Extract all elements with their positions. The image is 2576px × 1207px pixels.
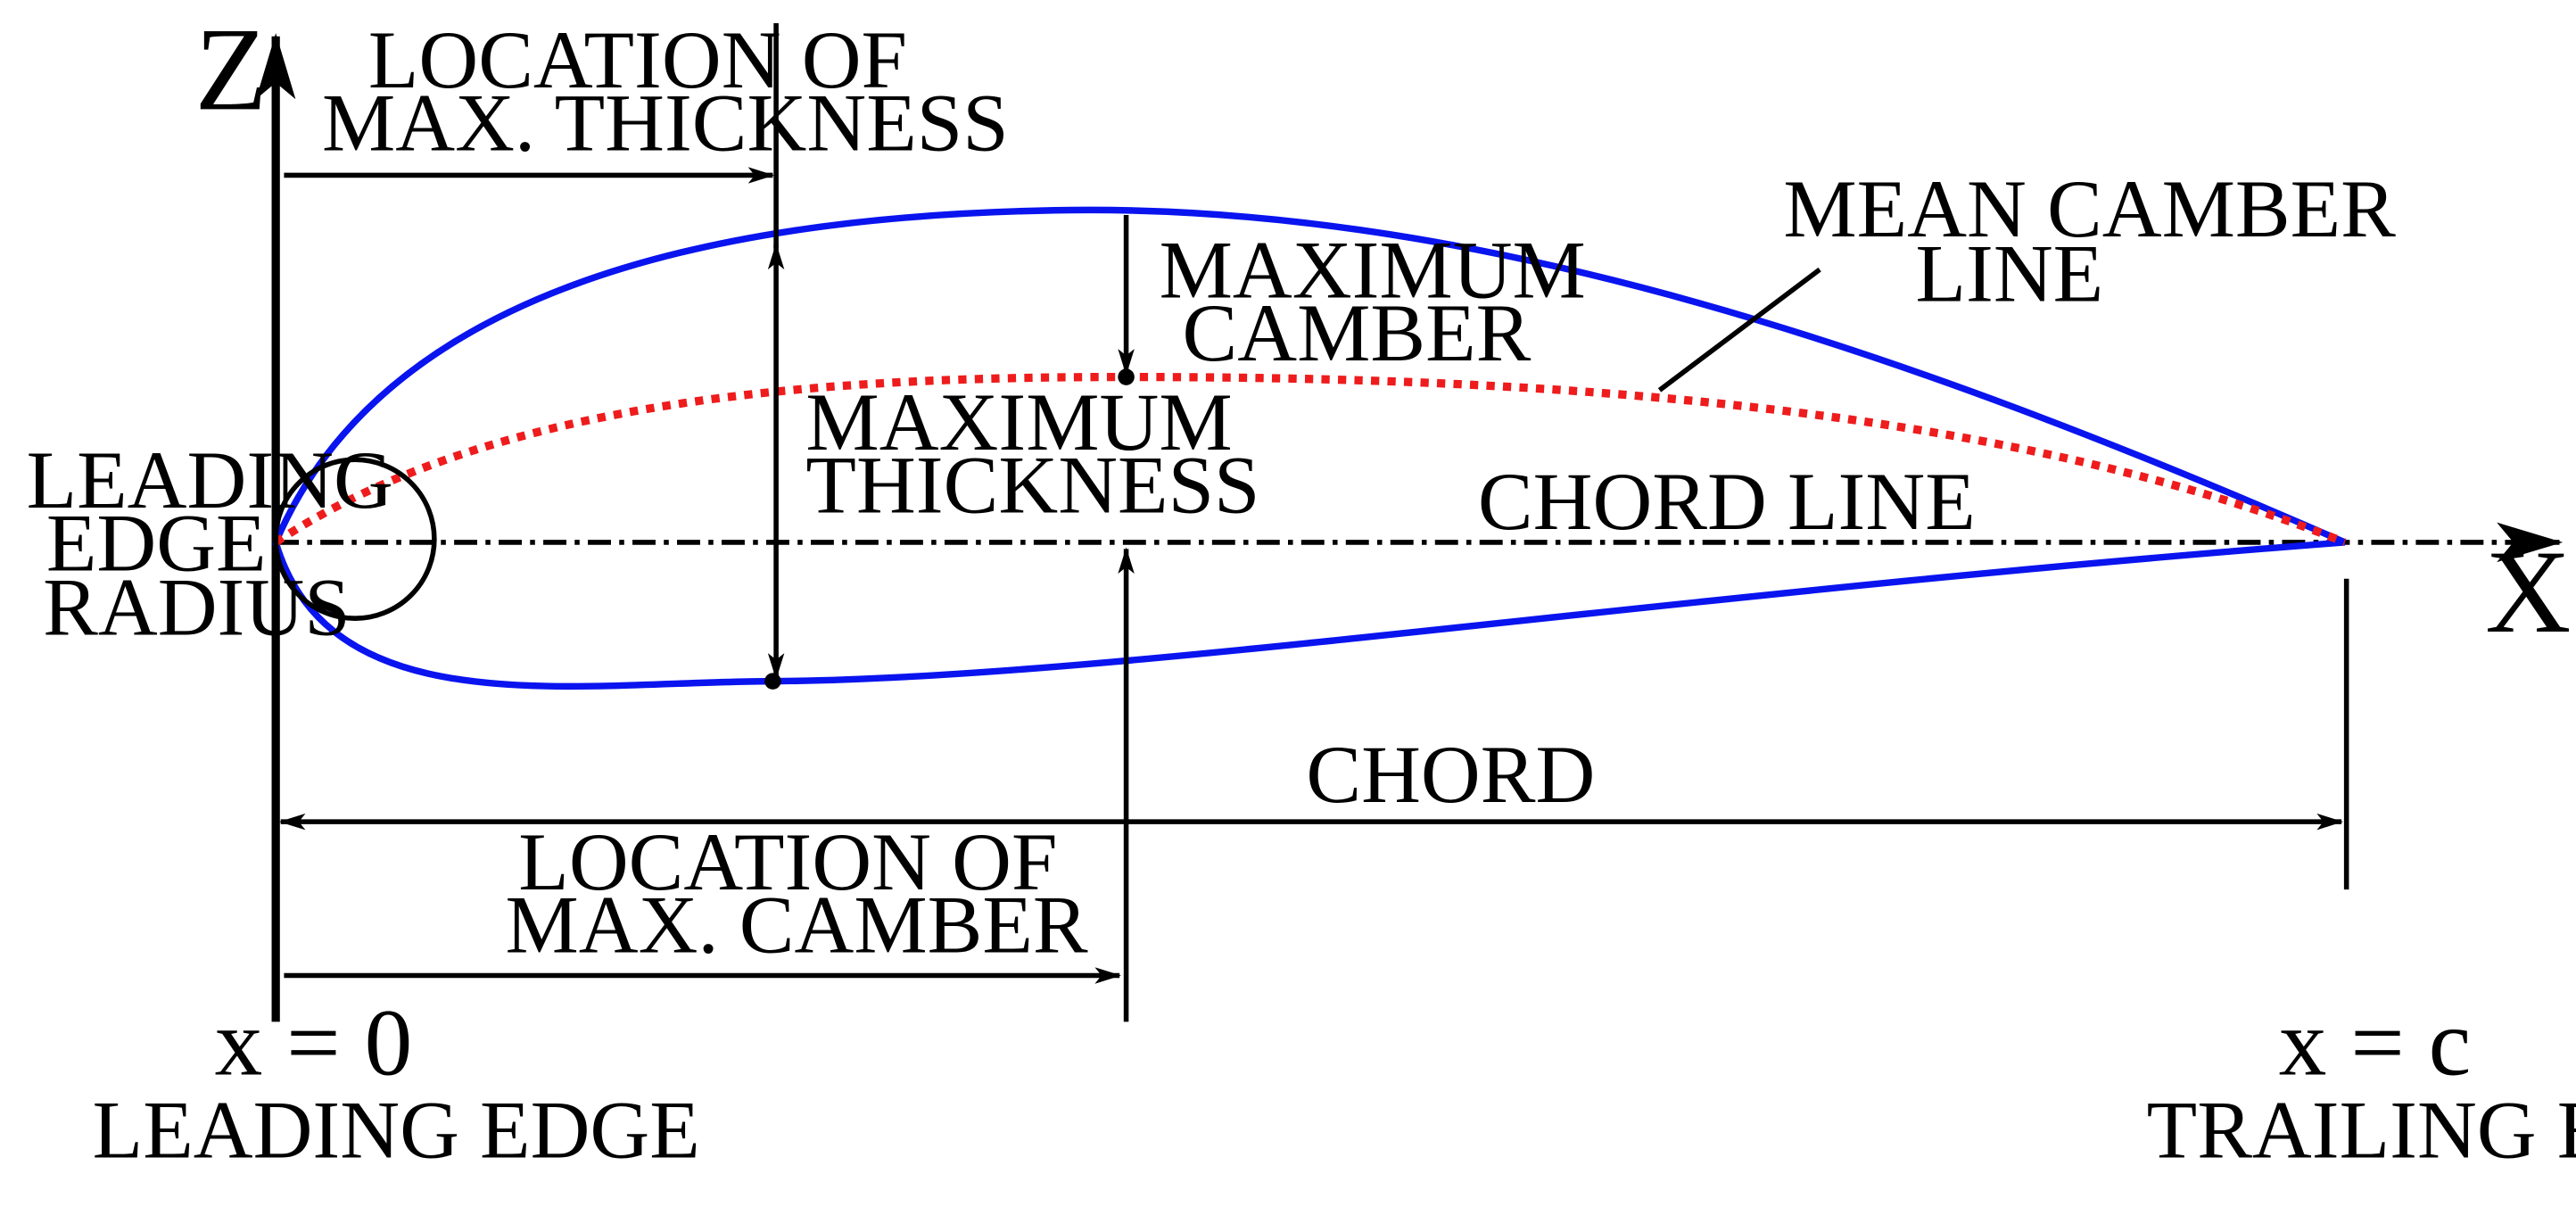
mean-camber-line: [273, 372, 2347, 547]
leading-edge-radius-label-line2: EDGE: [46, 497, 267, 589]
max-thickness-point: [764, 673, 781, 690]
max-camber-label-line2: CAMBER: [1183, 287, 1532, 379]
airfoil-lower-surface: [272, 539, 2346, 690]
leading-edge-radius-label-line3: RADIUS: [43, 562, 351, 654]
max-camber-location-label-line1: LOCATION OF: [518, 816, 1057, 908]
max-thickness-location-label-line1: LOCATION OF: [368, 14, 907, 106]
max-thickness-label-line2: THICKNESS: [805, 440, 1259, 532]
chord-line-label: CHORD LINE: [1478, 456, 1976, 548]
x-zero-label: x = 0: [215, 990, 413, 1096]
leading-edge-radius-circle: [273, 457, 437, 621]
max-camber-label-line1: MAXIMUM: [1160, 225, 1586, 317]
trailing-edge-label: TRAILING EDGE: [2147, 1084, 2576, 1176]
leading-edge-radius-label-line1: LEADING: [27, 434, 393, 526]
mean-camber-pointer: [1657, 267, 1821, 393]
max-camber-location-label-line2: MAX. CAMBER: [505, 880, 1087, 971]
mean-camber-label-line1: MEAN CAMBER: [1783, 163, 2396, 255]
max-thickness-label-line1: MAXIMUM: [805, 376, 1232, 468]
max-thickness-location-label-line2: MAX. THICKNESS: [322, 78, 1009, 169]
chord-label: CHORD: [1306, 729, 1595, 821]
mean-camber-label-line2: LINE: [1915, 227, 2103, 319]
max-camber-point: [1118, 368, 1135, 385]
z-axis-label: Z: [194, 3, 267, 135]
leading-edge-label: LEADING EDGE: [93, 1084, 700, 1176]
airfoil-upper-surface: [272, 206, 2347, 546]
x-axis-label: X: [2485, 525, 2571, 657]
x-c-label: x = c: [2279, 990, 2472, 1096]
